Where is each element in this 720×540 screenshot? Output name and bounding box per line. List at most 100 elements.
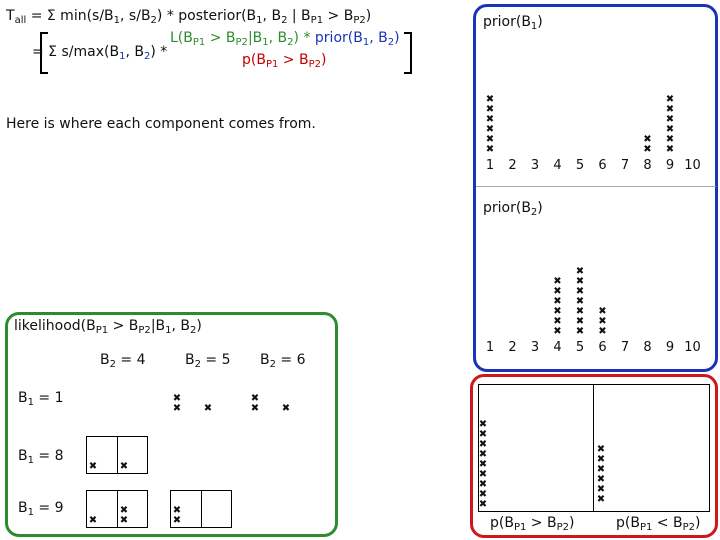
evidence-gt-mark: ✖ [478, 459, 488, 470]
prior-b1-title: prior(B1) [483, 14, 543, 32]
likelihood-panel [5, 312, 338, 537]
prior-b2-tick-label: 4 [553, 340, 562, 355]
prior-b1-mark: ✖ [485, 94, 495, 105]
formula-line-1: Tall = Σ min(s/B1, s/B2) * posterior(B1,… [6, 8, 372, 26]
prior-b1-mark: ✖ [485, 134, 495, 145]
prior-b2-mark: ✖ [553, 276, 562, 287]
likelihood-cell [86, 436, 148, 474]
formula-bracket-left [40, 32, 48, 74]
prior-b2-mark: ✖ [575, 306, 585, 317]
prior-b1-divider [476, 186, 716, 187]
prior-b1-mark: ✖ [485, 114, 495, 125]
prior-b2-mark: ✖ [575, 316, 585, 327]
prior-b2-mark: ✖ [598, 326, 607, 337]
evidence-lt-mark: ✖ [596, 484, 606, 495]
likelihood-mark: ✖ [172, 403, 182, 414]
formula-denominator: p(BP1 > BP2) [242, 52, 327, 70]
likelihood-title: likelihood(BP1 > BP2|B1, B2) [14, 318, 202, 336]
evidence-label-lt: p(BP1 < BP2) [616, 515, 701, 533]
formula-line-2-lead: = Σ s/max(B1, B2) * [32, 44, 168, 62]
likelihood-cell [86, 490, 148, 528]
prior-b1-tick-label: 2 [508, 158, 517, 173]
prior-b1-mark: ✖ [665, 104, 675, 115]
likelihood-cell-divider [201, 491, 202, 527]
prior-b2-mark: ✖ [553, 326, 562, 337]
likelihood-mark: ✖ [172, 393, 182, 404]
prior-b1-mark: ✖ [665, 114, 675, 125]
evidence-gt-mark: ✖ [478, 499, 488, 510]
evidence-panel [470, 374, 718, 538]
likelihood-mark: ✖ [88, 515, 98, 526]
prior-b1-mark: ✖ [665, 124, 675, 135]
row-label-b1-9: B1 = 9 [18, 500, 64, 518]
prior-b2-mark: ✖ [575, 296, 585, 307]
prior-b1-mark: ✖ [485, 144, 495, 155]
prior-b2-mark: ✖ [598, 316, 607, 327]
row-label-b1-1: B1 = 1 [18, 390, 64, 408]
likelihood-grid: ✖✖✖✖✖✖✖✖✖✖✖✖✖ [0, 0, 340, 540]
evidence-box-lt [594, 384, 710, 512]
prior-b1-mark: ✖ [485, 124, 495, 135]
explanation-note: Here is where each component comes from. [6, 116, 316, 132]
evidence-gt-mark: ✖ [478, 469, 488, 480]
prior-b1-mark: ✖ [665, 134, 675, 145]
prior-b1-mark: ✖ [643, 144, 652, 155]
likelihood-cell [170, 490, 232, 528]
likelihood-mark: ✖ [203, 403, 213, 414]
prior-b2-mark: ✖ [553, 306, 562, 317]
likelihood-mark: ✖ [250, 403, 260, 414]
evidence-box-gt [478, 384, 594, 512]
prior-b1-tick-label: 1 [485, 158, 495, 173]
evidence-gt-mark: ✖ [478, 449, 488, 460]
row-label-b1-8: B1 = 8 [18, 448, 64, 466]
prior-b1-tick-label: 3 [530, 158, 540, 173]
prior-b2-mark: ✖ [575, 326, 585, 337]
evidence-gt-mark: ✖ [478, 439, 488, 450]
likelihood-mark: ✖ [119, 461, 129, 472]
prior-b1-tick-label: 9 [665, 158, 675, 173]
prior-b1-tick-label: 8 [643, 158, 652, 173]
likelihood-cell-divider [117, 491, 118, 527]
evidence-gt-mark: ✖ [478, 419, 488, 430]
prior-b2-tick-label: 7 [620, 340, 630, 355]
prior-b2-tick-label: 3 [530, 340, 540, 355]
evidence-lt-mark: ✖ [596, 454, 606, 465]
prior-b1-mark: ✖ [485, 104, 495, 115]
likelihood-mark: ✖ [172, 515, 182, 526]
likelihood-mark: ✖ [88, 461, 98, 472]
prior-b2-tick-label: 2 [508, 340, 517, 355]
prior-b1-tick-label: 7 [620, 158, 630, 173]
prior-b2-mark: ✖ [553, 286, 562, 297]
prior-b2-tick-label: 5 [575, 340, 585, 355]
prior-b2-tick-label: 6 [598, 340, 607, 355]
prior-b1-tick-label: 5 [575, 158, 585, 173]
prior-b2-mark: ✖ [553, 296, 562, 307]
prior-b1-mark: ✖ [643, 134, 652, 145]
formula-numerator: L(BP1 > BP2|B1, B2) * prior(B1, B2) [170, 30, 400, 48]
col-label-b2-6: B2 = 6 [260, 352, 306, 370]
prior-b1-tick-label: 6 [598, 158, 607, 173]
evidence-lt-mark: ✖ [596, 444, 606, 455]
prior-b2-tick-label: 9 [665, 340, 675, 355]
prior-b2-tick-label: 10 [684, 340, 701, 355]
prior-b2-mark: ✖ [598, 306, 607, 317]
likelihood-mark: ✖ [119, 515, 129, 526]
evidence-gt-mark: ✖ [478, 489, 488, 500]
evidence-lt-mark: ✖ [596, 474, 606, 485]
prior-b2-mark: ✖ [575, 286, 585, 297]
prior-b2-title: prior(B2) [483, 200, 543, 218]
likelihood-mark: ✖ [250, 393, 260, 404]
evidence-lt-mark: ✖ [596, 464, 606, 475]
col-label-b2-5: B2 = 5 [185, 352, 231, 370]
likelihood-cell-divider [117, 437, 118, 473]
prior-b1-tick-label: 4 [553, 158, 562, 173]
likelihood-mark: ✖ [172, 505, 182, 516]
evidence-gt-mark: ✖ [478, 479, 488, 490]
prior-b2-mark: ✖ [575, 276, 585, 287]
evidence-gt-mark: ✖ [478, 429, 488, 440]
col-label-b2-4: B2 = 4 [100, 352, 146, 370]
prior-b2-mark: ✖ [553, 316, 562, 327]
